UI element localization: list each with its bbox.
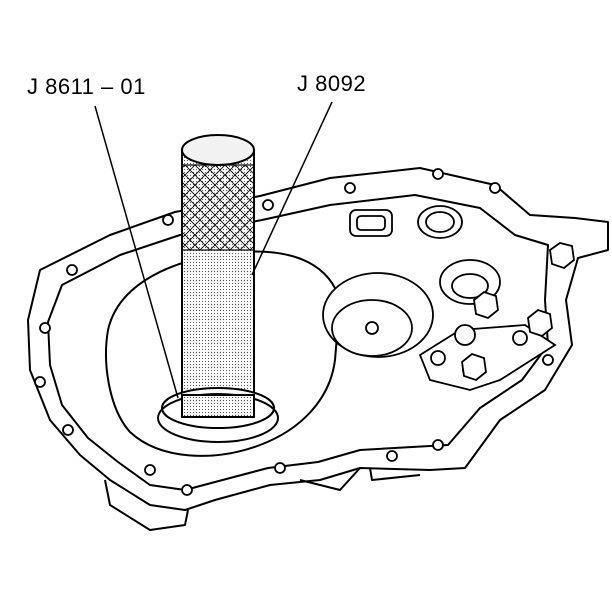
tool-callout-j8092: J 8092 (297, 71, 367, 96)
seal-installer-tool (157, 134, 279, 443)
tool-callout-j8611-01: J 8611 – 01 (27, 74, 146, 99)
case-features (322, 205, 501, 358)
case-housing (27, 167, 609, 531)
hex-bolts (461, 242, 575, 382)
retainer-plate (418, 324, 557, 391)
leader-lines (94, 101, 333, 399)
bolt-holes (34, 168, 554, 496)
